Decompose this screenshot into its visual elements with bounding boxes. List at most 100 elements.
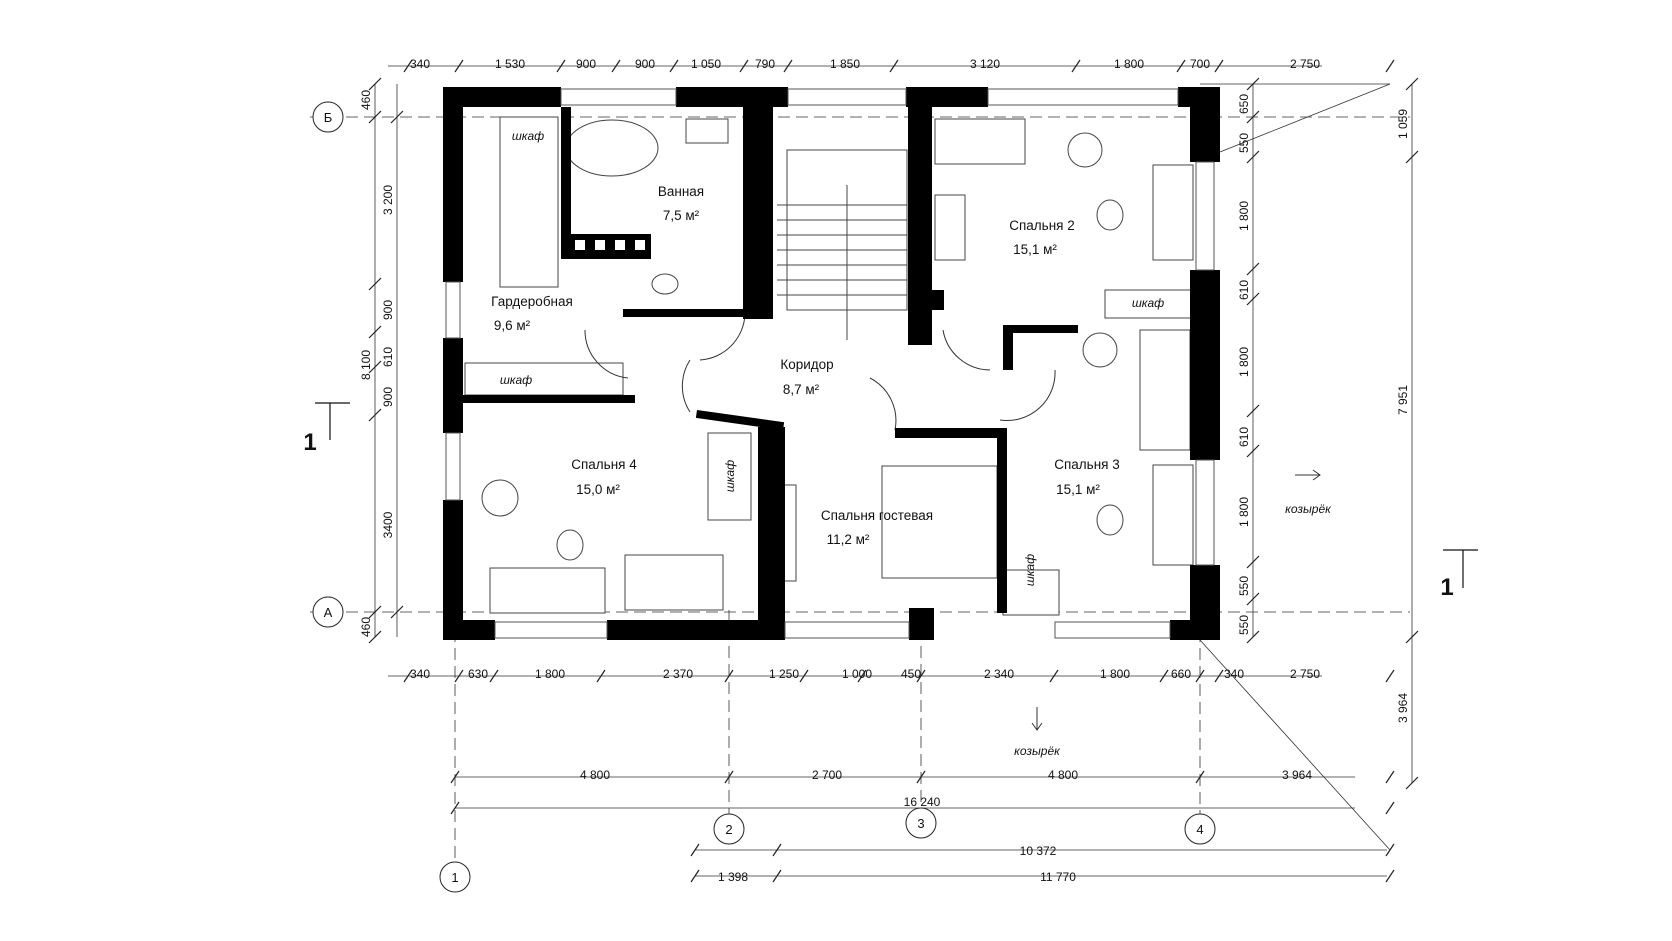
desk-bed2	[1152, 164, 1194, 261]
left-dimensions: 460 3 200 900 610 900 3400 460 8 100	[359, 90, 395, 637]
top-dimensions: 340 1 530 900 900 1 050 790 1 850 3 120 …	[410, 57, 1320, 71]
axis-1: 1	[451, 870, 458, 885]
wardrobe-dressing-2	[464, 362, 624, 396]
dim-right-5: 1 800	[1237, 347, 1251, 377]
room-bed2-name: Спальня 2	[1009, 218, 1075, 233]
dim-total: 16 240	[904, 795, 941, 809]
room-bath-name: Ванная	[658, 184, 704, 199]
dim-bot-6: 1 000	[842, 667, 872, 681]
dim-bot-4: 2 370	[663, 667, 693, 681]
walls	[443, 87, 1220, 640]
bathtub	[565, 119, 659, 177]
dimension-ticks	[368, 59, 1419, 883]
bed-room2	[934, 118, 1026, 165]
dim-top-7: 1 850	[830, 57, 860, 71]
dim-top-3: 900	[576, 57, 596, 71]
dim-left-total: 8 100	[359, 350, 373, 380]
dim-right-4: 610	[1237, 280, 1251, 300]
stair-steps	[777, 185, 907, 340]
dim-far-right-1: 1 059	[1396, 109, 1410, 139]
dim-left-6: 3400	[381, 511, 395, 538]
axis-a: А	[324, 605, 333, 620]
section-right: 1	[1440, 574, 1453, 601]
chair-bed3	[1096, 504, 1124, 536]
dim-right-6: 610	[1237, 427, 1251, 447]
dim-top-2: 1 530	[495, 57, 525, 71]
dim-bot-10: 660	[1171, 667, 1191, 681]
label-canopy-right: козырёк	[1285, 502, 1332, 516]
label-wardrobe-5: шкаф	[1023, 554, 1037, 586]
dim-axis-1: 4 800	[580, 768, 610, 782]
bed-guest	[881, 465, 998, 579]
dim-right-8: 550	[1237, 576, 1251, 596]
axis-4: 4	[1196, 822, 1203, 837]
desk-bed3	[1152, 464, 1194, 566]
dim-right-3: 1 800	[1237, 201, 1251, 231]
label-wardrobe-3: шкаф	[1132, 296, 1164, 310]
armchair-bed4	[481, 479, 519, 517]
chairs	[481, 132, 1124, 561]
room-bed3-name: Спальня 3	[1054, 457, 1120, 472]
dim-bot-9: 1 800	[1100, 667, 1130, 681]
wardrobe-dressing-1	[499, 116, 559, 288]
room-bath-area: 7,5 м²	[663, 208, 700, 223]
dim-bot-8: 2 340	[984, 667, 1014, 681]
dim-axis-3: 4 800	[1048, 768, 1078, 782]
dim-right-1: 650	[1237, 94, 1251, 114]
room-bed2-area: 15,1 м²	[1013, 242, 1057, 257]
dim-bot-1: 340	[410, 667, 430, 681]
section-markers	[315, 402, 1478, 588]
dim-right-9: 550	[1237, 615, 1251, 635]
dim-top-4: 900	[635, 57, 655, 71]
arrows	[1031, 469, 1321, 731]
dim-bot-5: 1 250	[769, 667, 799, 681]
dim-top-11: 2 750	[1290, 57, 1320, 71]
dim-top-5: 1 050	[691, 57, 721, 71]
room-guest-area: 11,2 м²	[827, 532, 870, 547]
room-bed3-area: 15,1 м²	[1056, 482, 1100, 497]
dim-far-right-3: 3 964	[1396, 693, 1410, 723]
dim-11770: 11 770	[1040, 870, 1076, 884]
axis-labels: Б А 1 2 3 4	[324, 110, 1204, 885]
dim-left-3: 900	[381, 300, 395, 320]
section-numbers: 1 1	[303, 429, 1453, 601]
dim-1398: 1 398	[718, 870, 748, 884]
dim-axis-4: 3 964	[1282, 768, 1312, 782]
label-wardrobe-1: шкаф	[512, 129, 544, 143]
armchair-bed2	[1067, 132, 1103, 168]
label-wardrobe-4: шкаф	[723, 460, 737, 492]
room-labels: Ванная 7,5 м² Гардеробная 9,6 м² Спальня…	[491, 184, 1120, 547]
chair-bed2	[1096, 199, 1124, 231]
wardrobe-bed2	[1104, 289, 1197, 319]
sink	[685, 118, 729, 144]
wardrobe-bed3	[1002, 569, 1060, 616]
bed-room4	[624, 554, 724, 611]
wardrobe-bed4	[707, 432, 752, 521]
dim-bot-2: 630	[468, 667, 488, 681]
dim-top-1: 340	[410, 57, 430, 71]
dim-top-9: 1 800	[1114, 57, 1144, 71]
dimension-lines	[310, 65, 1413, 880]
dim-top-8: 3 120	[970, 57, 1000, 71]
axis-bubbles	[312, 101, 1216, 893]
axis-b: Б	[324, 110, 333, 125]
axis-dimensions: 4 800 2 700 4 800 3 964 16 240 10 372 1 …	[580, 768, 1312, 884]
windows	[445, 88, 1215, 639]
dim-bot-12: 2 750	[1290, 667, 1320, 681]
dim-left-4: 610	[381, 347, 395, 367]
armchair-bed3	[1082, 332, 1118, 368]
chair-bed4	[556, 529, 584, 561]
dim-bot-11: 340	[1224, 667, 1244, 681]
dim-bot-7: 450	[901, 667, 921, 681]
right-dimensions: 650 550 1 800 610 1 800 610 1 800 550 55…	[1237, 94, 1410, 723]
desk-bed2-left	[934, 194, 966, 261]
dim-10372: 10 372	[1020, 844, 1057, 858]
bed-room3	[1139, 329, 1191, 451]
toilet	[651, 273, 679, 295]
desk-bed4	[489, 567, 606, 614]
room-dressing-area: 9,6 м²	[494, 318, 531, 333]
dim-left-1: 460	[359, 90, 373, 110]
room-bed4-area: 15,0 м²	[576, 482, 620, 497]
room-corridor-name: Коридор	[780, 357, 833, 372]
